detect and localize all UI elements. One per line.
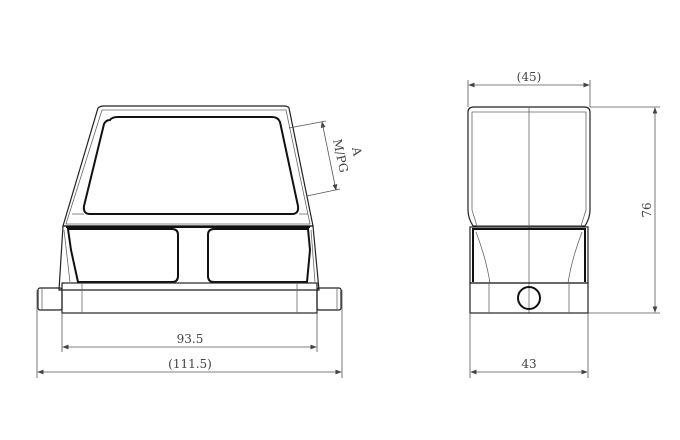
- left-pocket: [66, 228, 179, 283]
- bottom-width-dimension: 43: [521, 357, 536, 371]
- right-locking-peg: [316, 287, 342, 311]
- hood-outer-outline: [62, 105, 314, 227]
- base-flange: [61, 282, 318, 314]
- top-width-dimension: (45): [517, 70, 542, 84]
- side-view: (45) 76 43: [467, 70, 660, 378]
- side-base: [469, 282, 589, 314]
- right-pocket: [207, 228, 312, 283]
- thread-callout: A: [349, 145, 365, 158]
- overall-width-dimension: (111.5): [168, 357, 212, 371]
- thread-label: M/PG: [330, 138, 351, 174]
- lower-body-outline: [58, 225, 320, 291]
- front-view: M/PG A 93.5 (111.5): [36, 105, 365, 378]
- left-locking-peg: [37, 287, 63, 311]
- side-upper-outline: [467, 106, 591, 227]
- height-dimension: 76: [640, 202, 654, 217]
- inner-width-dimension: 93.5: [177, 332, 204, 346]
- locking-peg-end: [517, 286, 541, 310]
